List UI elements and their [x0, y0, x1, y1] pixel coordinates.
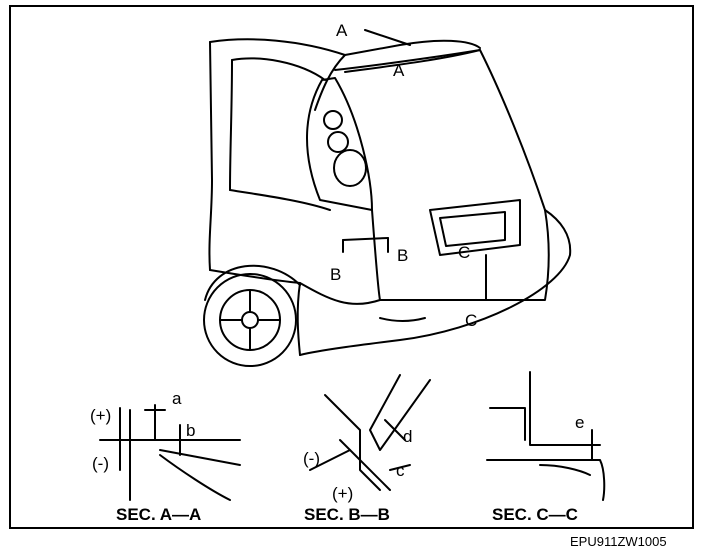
- section-marker-c-top: C: [458, 243, 471, 262]
- section-title-a-a: SEC. A—A: [116, 505, 202, 524]
- dimension-label-c: c: [396, 461, 405, 480]
- section-marker-b-right: B: [397, 246, 409, 265]
- dimension-label-d: d: [403, 427, 413, 446]
- minus-direction-label-a: (-): [92, 454, 109, 473]
- section-marker-a-mid: A: [393, 61, 405, 80]
- minus-direction-label-b: (-): [303, 449, 320, 468]
- section-marker-a-top: A: [336, 21, 348, 40]
- section-marker-b-left: B: [330, 265, 342, 284]
- diagram-frame: [9, 5, 694, 529]
- section-title-c-c: SEC. C—C: [492, 505, 578, 524]
- dimension-label-b: b: [186, 421, 196, 440]
- section-title-b-b: SEC. B—B: [304, 505, 390, 524]
- section-b-b-detail: [309, 374, 431, 491]
- dimension-label-a: a: [172, 389, 182, 408]
- section-marker-c-bottom: C: [465, 311, 478, 330]
- figure-code: EPU911ZW1005: [570, 534, 667, 549]
- plus-direction-label-b: (+): [332, 484, 354, 503]
- vehicle-body: [203, 29, 572, 367]
- section-a-a-detail: [99, 404, 241, 501]
- plus-direction-label-a: (+): [90, 406, 112, 425]
- dimension-label-e: e: [575, 413, 585, 432]
- section-c-c-detail: [486, 371, 606, 501]
